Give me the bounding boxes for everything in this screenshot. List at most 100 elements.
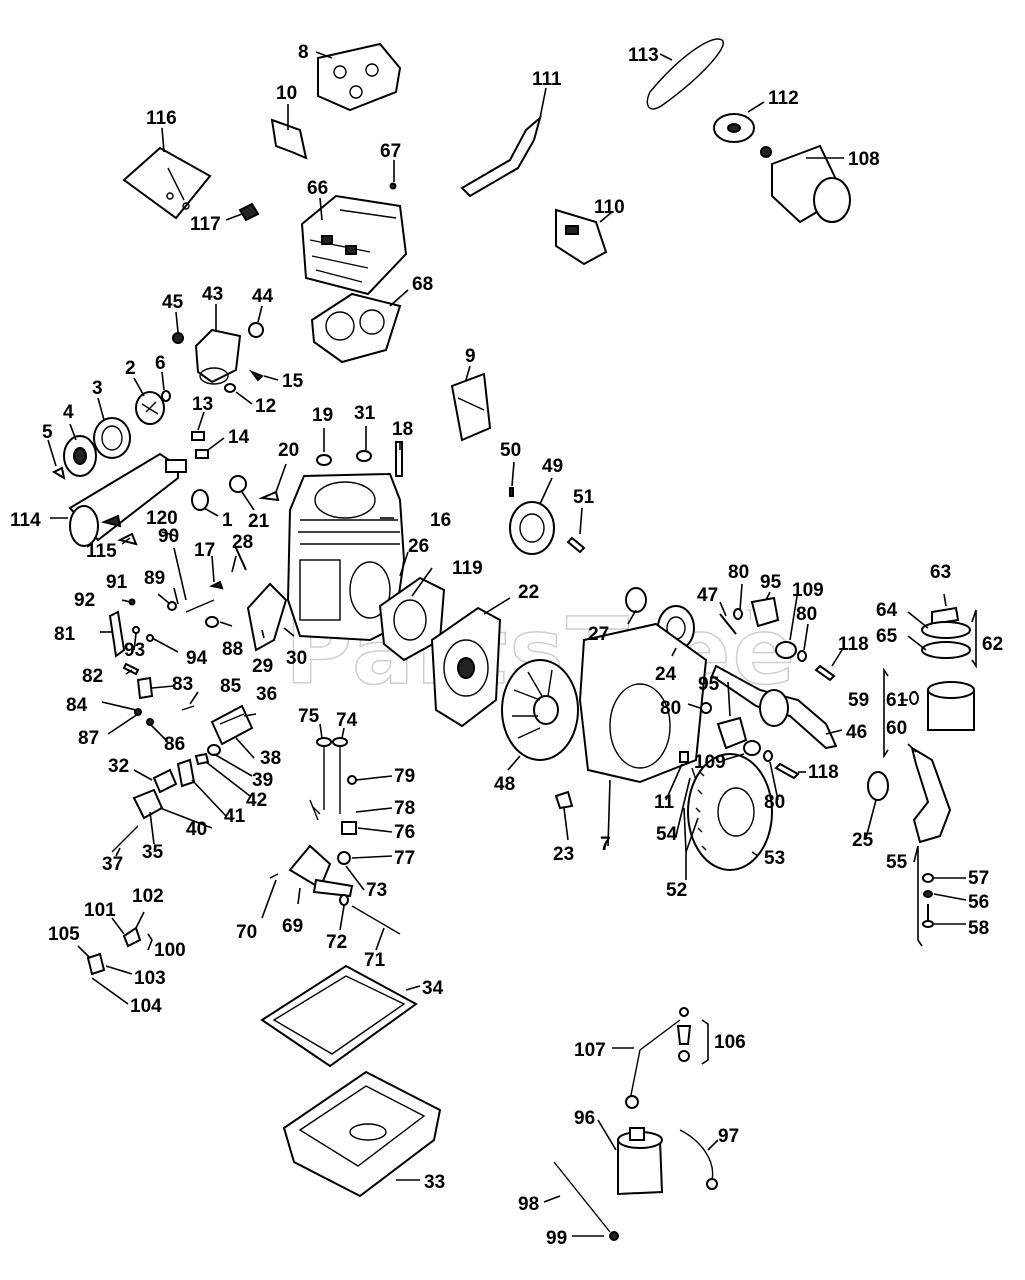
callout-56: 56 — [968, 892, 989, 913]
callout-60: 60 — [886, 718, 907, 739]
callout-114: 114 — [10, 510, 41, 531]
callout-80b: 80 — [796, 604, 817, 625]
callout-80c: 80 — [660, 698, 681, 719]
callout-110: 110 — [594, 197, 625, 218]
callout-21: 21 — [248, 511, 270, 532]
callout-11: 11 — [654, 792, 675, 813]
callout-18: 18 — [392, 419, 413, 440]
callout-80a: 80 — [728, 562, 749, 583]
callout-79: 79 — [394, 766, 415, 787]
callout-5: 5 — [42, 422, 53, 443]
callout-53: 53 — [764, 848, 785, 869]
callout-30: 30 — [286, 648, 307, 669]
callout-47: 47 — [697, 585, 718, 606]
callout-43: 43 — [202, 284, 223, 305]
callout-55: 55 — [886, 852, 908, 873]
callout-25: 25 — [852, 830, 874, 851]
callout-24: 24 — [655, 664, 677, 685]
callout-41: 41 — [224, 806, 246, 827]
callout-94: 94 — [186, 648, 208, 669]
callout-83: 83 — [172, 674, 193, 695]
callout-80d: 80 — [764, 792, 785, 813]
callout-106: 106 — [714, 1032, 746, 1053]
callout-118a: 118 — [838, 634, 869, 655]
callout-72: 72 — [326, 932, 347, 953]
callout-117: 117 — [190, 214, 221, 235]
callout-67: 67 — [380, 141, 401, 162]
callout-29: 29 — [252, 656, 273, 677]
callout-70: 70 — [236, 922, 257, 943]
callout-13: 13 — [192, 394, 213, 415]
callout-32: 32 — [108, 756, 129, 777]
callout-97: 97 — [718, 1126, 739, 1147]
callout-28: 28 — [232, 532, 253, 553]
callout-35: 35 — [142, 842, 164, 863]
callout-20: 20 — [278, 440, 299, 461]
callout-116: 116 — [146, 108, 177, 129]
callout-51: 51 — [573, 487, 595, 508]
callout-81: 81 — [54, 624, 76, 645]
callout-92: 92 — [74, 590, 95, 611]
callout-120: 120 — [146, 508, 178, 529]
callout-101: 101 — [84, 900, 116, 921]
callout-4: 4 — [63, 402, 74, 423]
callout-86: 86 — [164, 734, 185, 755]
callout-40: 40 — [186, 819, 207, 840]
callout-3: 3 — [92, 378, 103, 399]
callout-17: 17 — [194, 540, 215, 561]
callout-78: 78 — [394, 798, 415, 819]
callout-69: 69 — [282, 916, 303, 937]
callout-109a: 109 — [792, 580, 824, 601]
callout-77: 77 — [394, 848, 415, 869]
callout-109b: 109 — [694, 752, 726, 773]
callout-19: 19 — [312, 405, 333, 426]
callout-85: 85 — [220, 676, 242, 697]
callout-2: 2 — [125, 358, 136, 379]
callout-75: 75 — [298, 706, 320, 727]
callout-91: 91 — [106, 572, 128, 593]
callout-62: 62 — [982, 634, 1003, 655]
callout-54: 54 — [656, 824, 678, 845]
parts-artwork — [51, 38, 975, 1241]
callout-93: 93 — [124, 640, 145, 661]
callout-88: 88 — [222, 639, 243, 660]
callout-10: 10 — [276, 83, 297, 104]
callout-9: 9 — [465, 346, 476, 367]
callout-14: 14 — [228, 427, 250, 448]
callout-104: 104 — [130, 996, 162, 1017]
callout-33: 33 — [424, 1172, 445, 1193]
callout-27: 27 — [588, 624, 609, 645]
callout-23: 23 — [553, 844, 574, 865]
callout-113: 113 — [628, 45, 659, 66]
callout-105: 105 — [48, 924, 80, 945]
callout-48: 48 — [494, 774, 515, 795]
callout-119: 119 — [452, 558, 483, 579]
callout-34: 34 — [422, 978, 444, 999]
callout-99: 99 — [546, 1228, 567, 1249]
callout-87: 87 — [78, 728, 99, 749]
callout-73: 73 — [366, 880, 387, 901]
callout-84: 84 — [66, 695, 88, 716]
callout-7: 7 — [600, 834, 611, 855]
callout-90: 90 — [158, 526, 179, 547]
callout-95a: 95 — [760, 572, 782, 593]
callout-98: 98 — [518, 1194, 539, 1215]
callout-37: 37 — [102, 854, 123, 875]
callout-16: 16 — [430, 510, 451, 531]
callout-36: 36 — [256, 684, 277, 705]
callout-26: 26 — [408, 536, 429, 557]
callout-111: 111 — [532, 69, 562, 90]
callout-12: 12 — [255, 396, 276, 417]
callout-44: 44 — [252, 286, 274, 307]
callout-50: 50 — [500, 440, 521, 461]
part-callouts: 8 10 116 117 67 66 68 111 113 112 108 11… — [10, 42, 1003, 1249]
callout-64: 64 — [876, 600, 898, 621]
callout-8: 8 — [298, 42, 309, 63]
callout-82: 82 — [82, 666, 103, 687]
callout-107: 107 — [574, 1040, 606, 1061]
callout-58: 58 — [968, 918, 989, 939]
callout-108: 108 — [848, 149, 880, 170]
callout-49: 49 — [542, 456, 563, 477]
callout-57: 57 — [968, 868, 989, 889]
